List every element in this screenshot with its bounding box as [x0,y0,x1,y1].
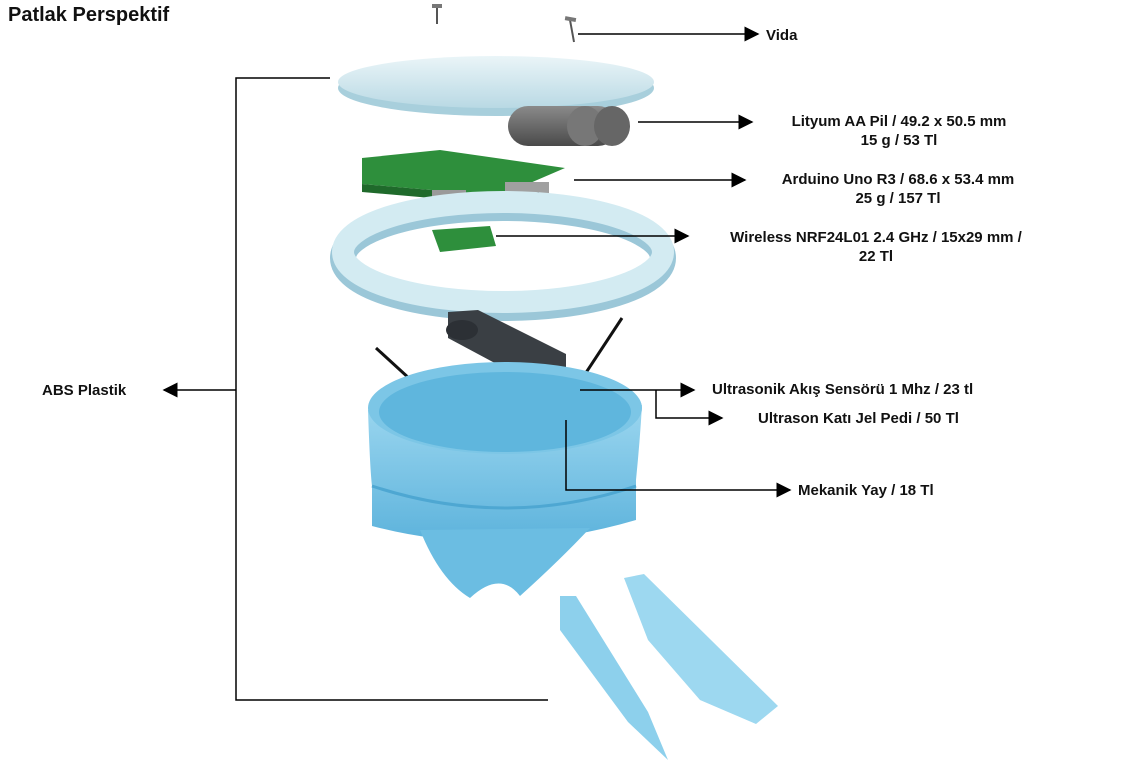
label-ultrasonic-sensor: Ultrasonik Akış Sensörü 1 Mhz / 23 tl [712,381,974,398]
abs-bracket [162,77,548,701]
label-battery-line1: Lityum AA Pil / 49.2 x 50.5 mm [791,113,1007,130]
label-wireless-line2: 22 Tl [858,248,894,265]
abs-bowl [368,362,642,598]
label-gel-pad: Ultrason Katı Jel Pedi / 50 Tl [758,410,959,427]
lid-disc [338,56,654,116]
label-arduino: Arduino Uno R3 / 68.6 x 53.4 mm 25 g / 1… [756,170,1040,208]
label-wireless-line1: Wireless NRF24L01 2.4 GHz / 15x29 mm / [730,229,1022,246]
label-arduino-line2: 25 g / 157 Tl [855,190,941,207]
screw-top [432,4,442,24]
label-wireless: Wireless NRF24L01 2.4 GHz / 15x29 mm / 2… [696,228,1056,266]
battery-pack [508,106,630,146]
bottom-fins [560,574,778,760]
top-ring [330,191,676,321]
wireless-module [432,226,496,252]
label-battery-line2: 15 g / 53 Tl [860,132,938,149]
label-arduino-line1: Arduino Uno R3 / 68.6 x 53.4 mm [781,171,1015,188]
label-abs: ABS Plastik [42,382,127,399]
leader-lines [496,26,792,498]
label-spring: Mekanik Yay / 18 Tl [798,482,934,499]
label-battery: Lityum AA Pil / 49.2 x 50.5 mm 15 g / 53… [764,112,1034,150]
diagram-title: Patlak Perspektif [8,4,170,26]
label-vida: Vida [766,27,798,44]
screw-vida [564,16,577,43]
